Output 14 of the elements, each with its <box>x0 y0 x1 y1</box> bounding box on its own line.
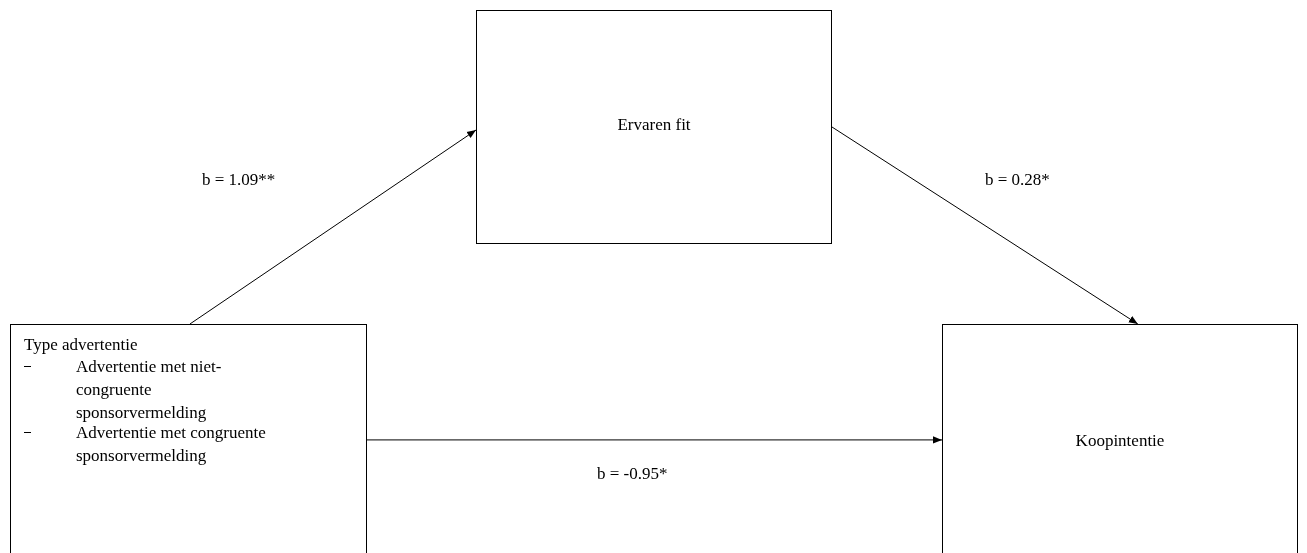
arrow <box>366 436 943 444</box>
list-item: Advertentie met congruente sponsorvermelding <box>76 422 267 467</box>
list-item: Advertentie met niet-congruente sponsorvermelding <box>76 356 223 424</box>
variable-heading: Type advertentie <box>24 335 138 355</box>
arrow <box>189 129 477 325</box>
edge-label: b = 0.28* <box>985 170 1050 190</box>
variable-label: Koopintentie <box>1074 431 1166 451</box>
variable-label: Ervaren fit <box>616 115 692 135</box>
edge-label: b = -0.95* <box>597 464 668 484</box>
edge-label: b = 1.09** <box>202 170 276 190</box>
variable-box <box>10 324 367 553</box>
variable-box <box>476 10 832 244</box>
arrow <box>831 126 1139 325</box>
variable-box <box>942 324 1298 553</box>
